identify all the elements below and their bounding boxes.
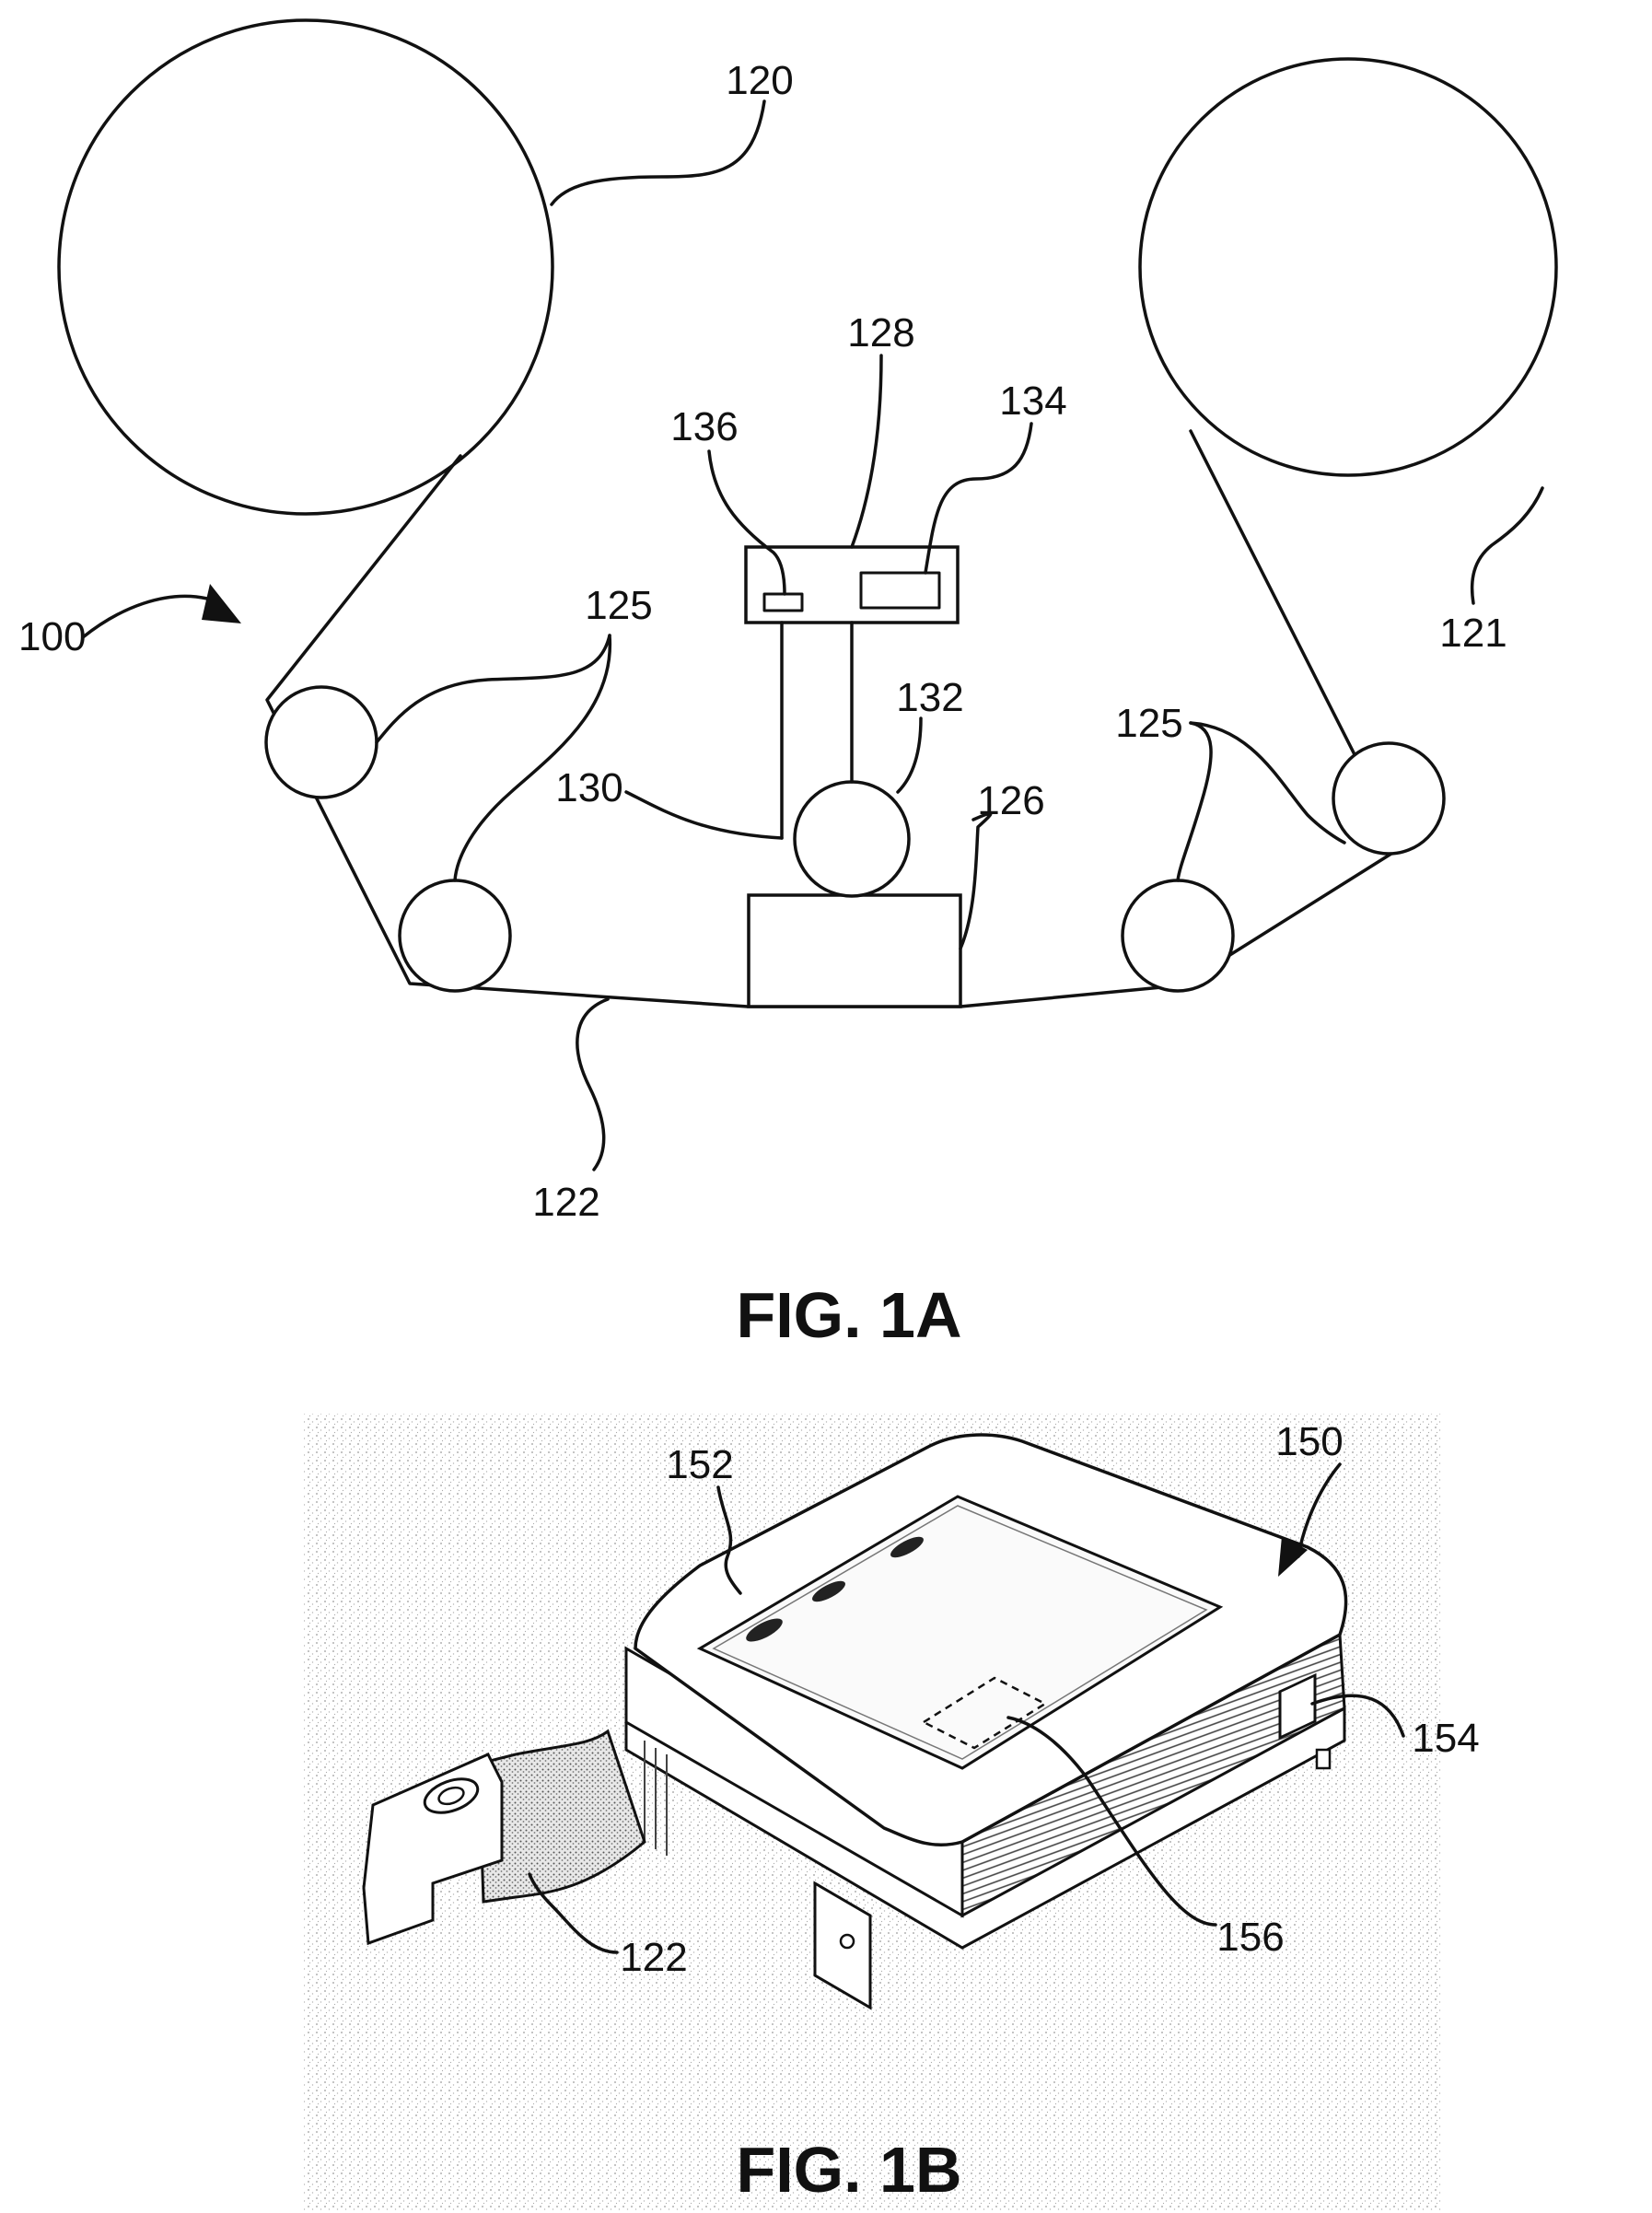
guide-roller-125-2 xyxy=(400,880,510,991)
ref-136: 136 xyxy=(670,404,738,449)
ref-156: 156 xyxy=(1216,1915,1284,1960)
ref-132: 132 xyxy=(896,675,963,720)
sensor-roller-132 xyxy=(795,782,909,896)
leader-125-left-1 xyxy=(377,635,610,742)
leader-125-right-1 xyxy=(1178,723,1211,880)
ref-130: 130 xyxy=(555,765,622,810)
leader-128 xyxy=(852,355,881,547)
ref-152: 152 xyxy=(666,1442,733,1487)
leader-120-curve xyxy=(552,101,764,204)
leader-126 xyxy=(960,813,991,949)
ref-121: 121 xyxy=(1439,611,1507,656)
take-up-roll-121 xyxy=(1140,59,1556,475)
ref-134: 134 xyxy=(999,379,1066,424)
platen-block-126 xyxy=(749,895,960,1007)
figure-1b: 152 150 154 156 122 FIG. 1B xyxy=(304,1414,1480,2210)
leader-132 xyxy=(898,718,921,792)
leader-121-curve xyxy=(1472,488,1542,603)
guide-roller-125-1 xyxy=(266,687,377,798)
ref-122: 122 xyxy=(532,1180,599,1225)
leader-130 xyxy=(626,792,782,838)
leader-122 xyxy=(577,999,608,1170)
arrowhead-100 xyxy=(202,584,241,623)
ref-120: 120 xyxy=(726,58,793,103)
ref-125-right: 125 xyxy=(1115,701,1182,746)
leader-100-arrow xyxy=(83,596,207,637)
figure-1a-caption: FIG. 1A xyxy=(736,1279,961,1351)
figure-1a: 120 128 136 134 100 125 121 132 125 130 … xyxy=(18,20,1556,1351)
guide-roller-125-3 xyxy=(1123,880,1233,991)
guide-roller-125-4 xyxy=(1333,743,1444,854)
ref-100: 100 xyxy=(18,614,86,659)
figure-1b-caption: FIG. 1B xyxy=(736,2134,961,2206)
ref-126: 126 xyxy=(977,778,1044,823)
leader-125-left-2 xyxy=(455,635,610,880)
supply-roll-120 xyxy=(59,20,553,514)
side-button xyxy=(1317,1750,1330,1768)
ref-122-1b: 122 xyxy=(620,1935,687,1980)
ref-125-left: 125 xyxy=(585,583,652,628)
leader-125-right-2 xyxy=(1191,723,1344,843)
ref-154: 154 xyxy=(1412,1716,1479,1761)
ref-128: 128 xyxy=(847,310,914,355)
ref-150: 150 xyxy=(1275,1419,1343,1464)
